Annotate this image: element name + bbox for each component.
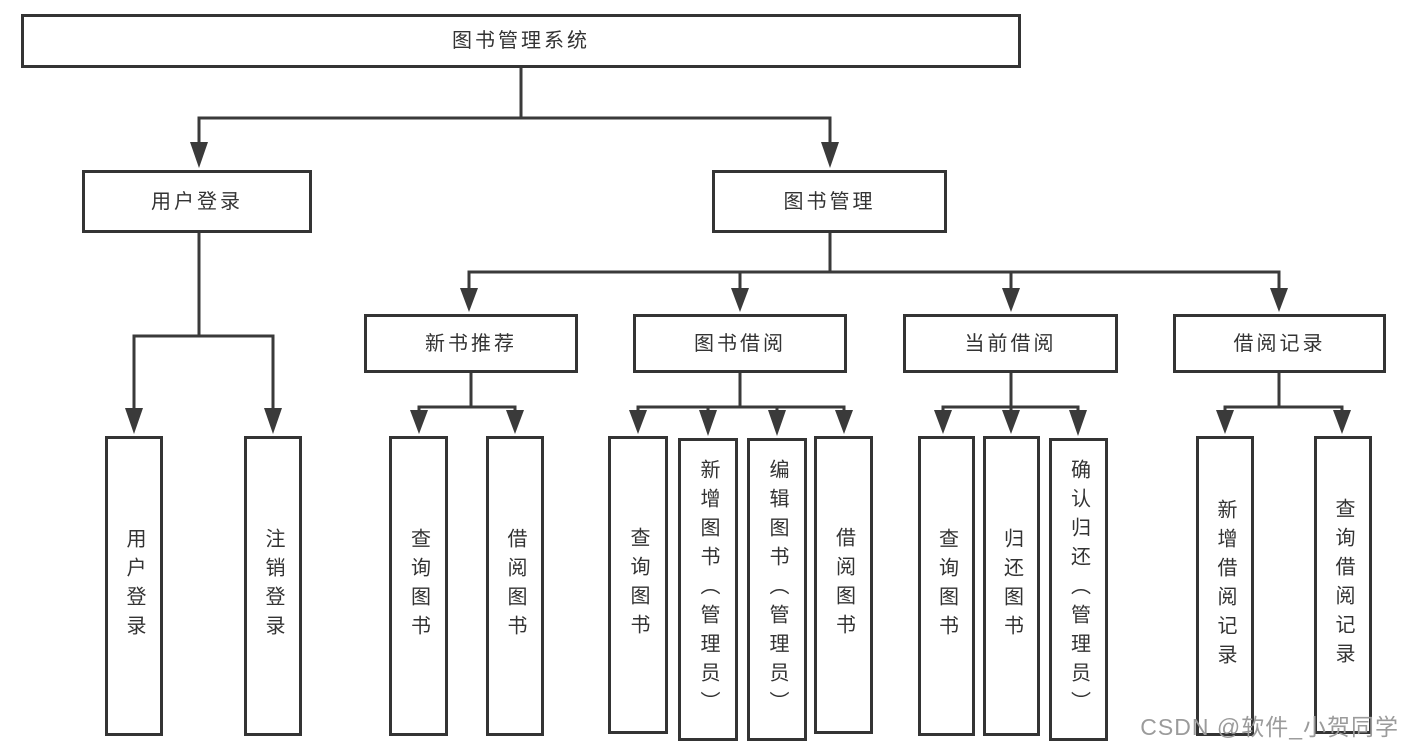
node-new-book-recommend: 新书推荐 [364, 314, 578, 373]
connector-current-borrow-children [934, 371, 1087, 436]
leaf-logout: 注销登录 [244, 436, 302, 736]
leaf-query-books-borrow: 查询图书 [608, 436, 668, 734]
node-library-management-system: 图书管理系统 [21, 14, 1021, 68]
leaf-borrow-books: 借阅图书 [814, 436, 873, 734]
leaf-add-borrow-record: 新增借阅记录 [1196, 436, 1254, 736]
csdn-watermark: CSDN @软件_小贺同学 [1140, 714, 1399, 740]
connector-borrow-records-children [1216, 371, 1351, 434]
node-borrow-records: 借阅记录 [1173, 314, 1386, 373]
connector-user-login-children [125, 231, 282, 434]
node-user-login: 用户登录 [82, 170, 312, 233]
leaf-confirm-return-admin: 确认归还（管理员） [1049, 438, 1108, 741]
leaf-user-login: 用户登录 [105, 436, 163, 736]
connector-book-mgmt-to-level2 [460, 231, 1288, 312]
leaf-borrow-books-recommend: 借阅图书 [486, 436, 544, 736]
node-current-borrow: 当前借阅 [903, 314, 1118, 373]
connector-root-to-level1 [190, 64, 839, 168]
node-book-management: 图书管理 [712, 170, 947, 233]
leaf-query-borrow-record: 查询借阅记录 [1314, 436, 1372, 734]
leaf-add-books-admin: 新增图书（管理员） [678, 438, 738, 741]
connector-new-book-children [410, 371, 524, 434]
leaf-query-books-current: 查询图书 [918, 436, 975, 736]
node-book-borrow: 图书借阅 [633, 314, 847, 373]
leaf-query-books-recommend: 查询图书 [389, 436, 448, 736]
connector-book-borrow-children [629, 371, 853, 436]
leaf-return-books: 归还图书 [983, 436, 1040, 736]
leaf-edit-books-admin: 编辑图书（管理员） [747, 438, 807, 741]
